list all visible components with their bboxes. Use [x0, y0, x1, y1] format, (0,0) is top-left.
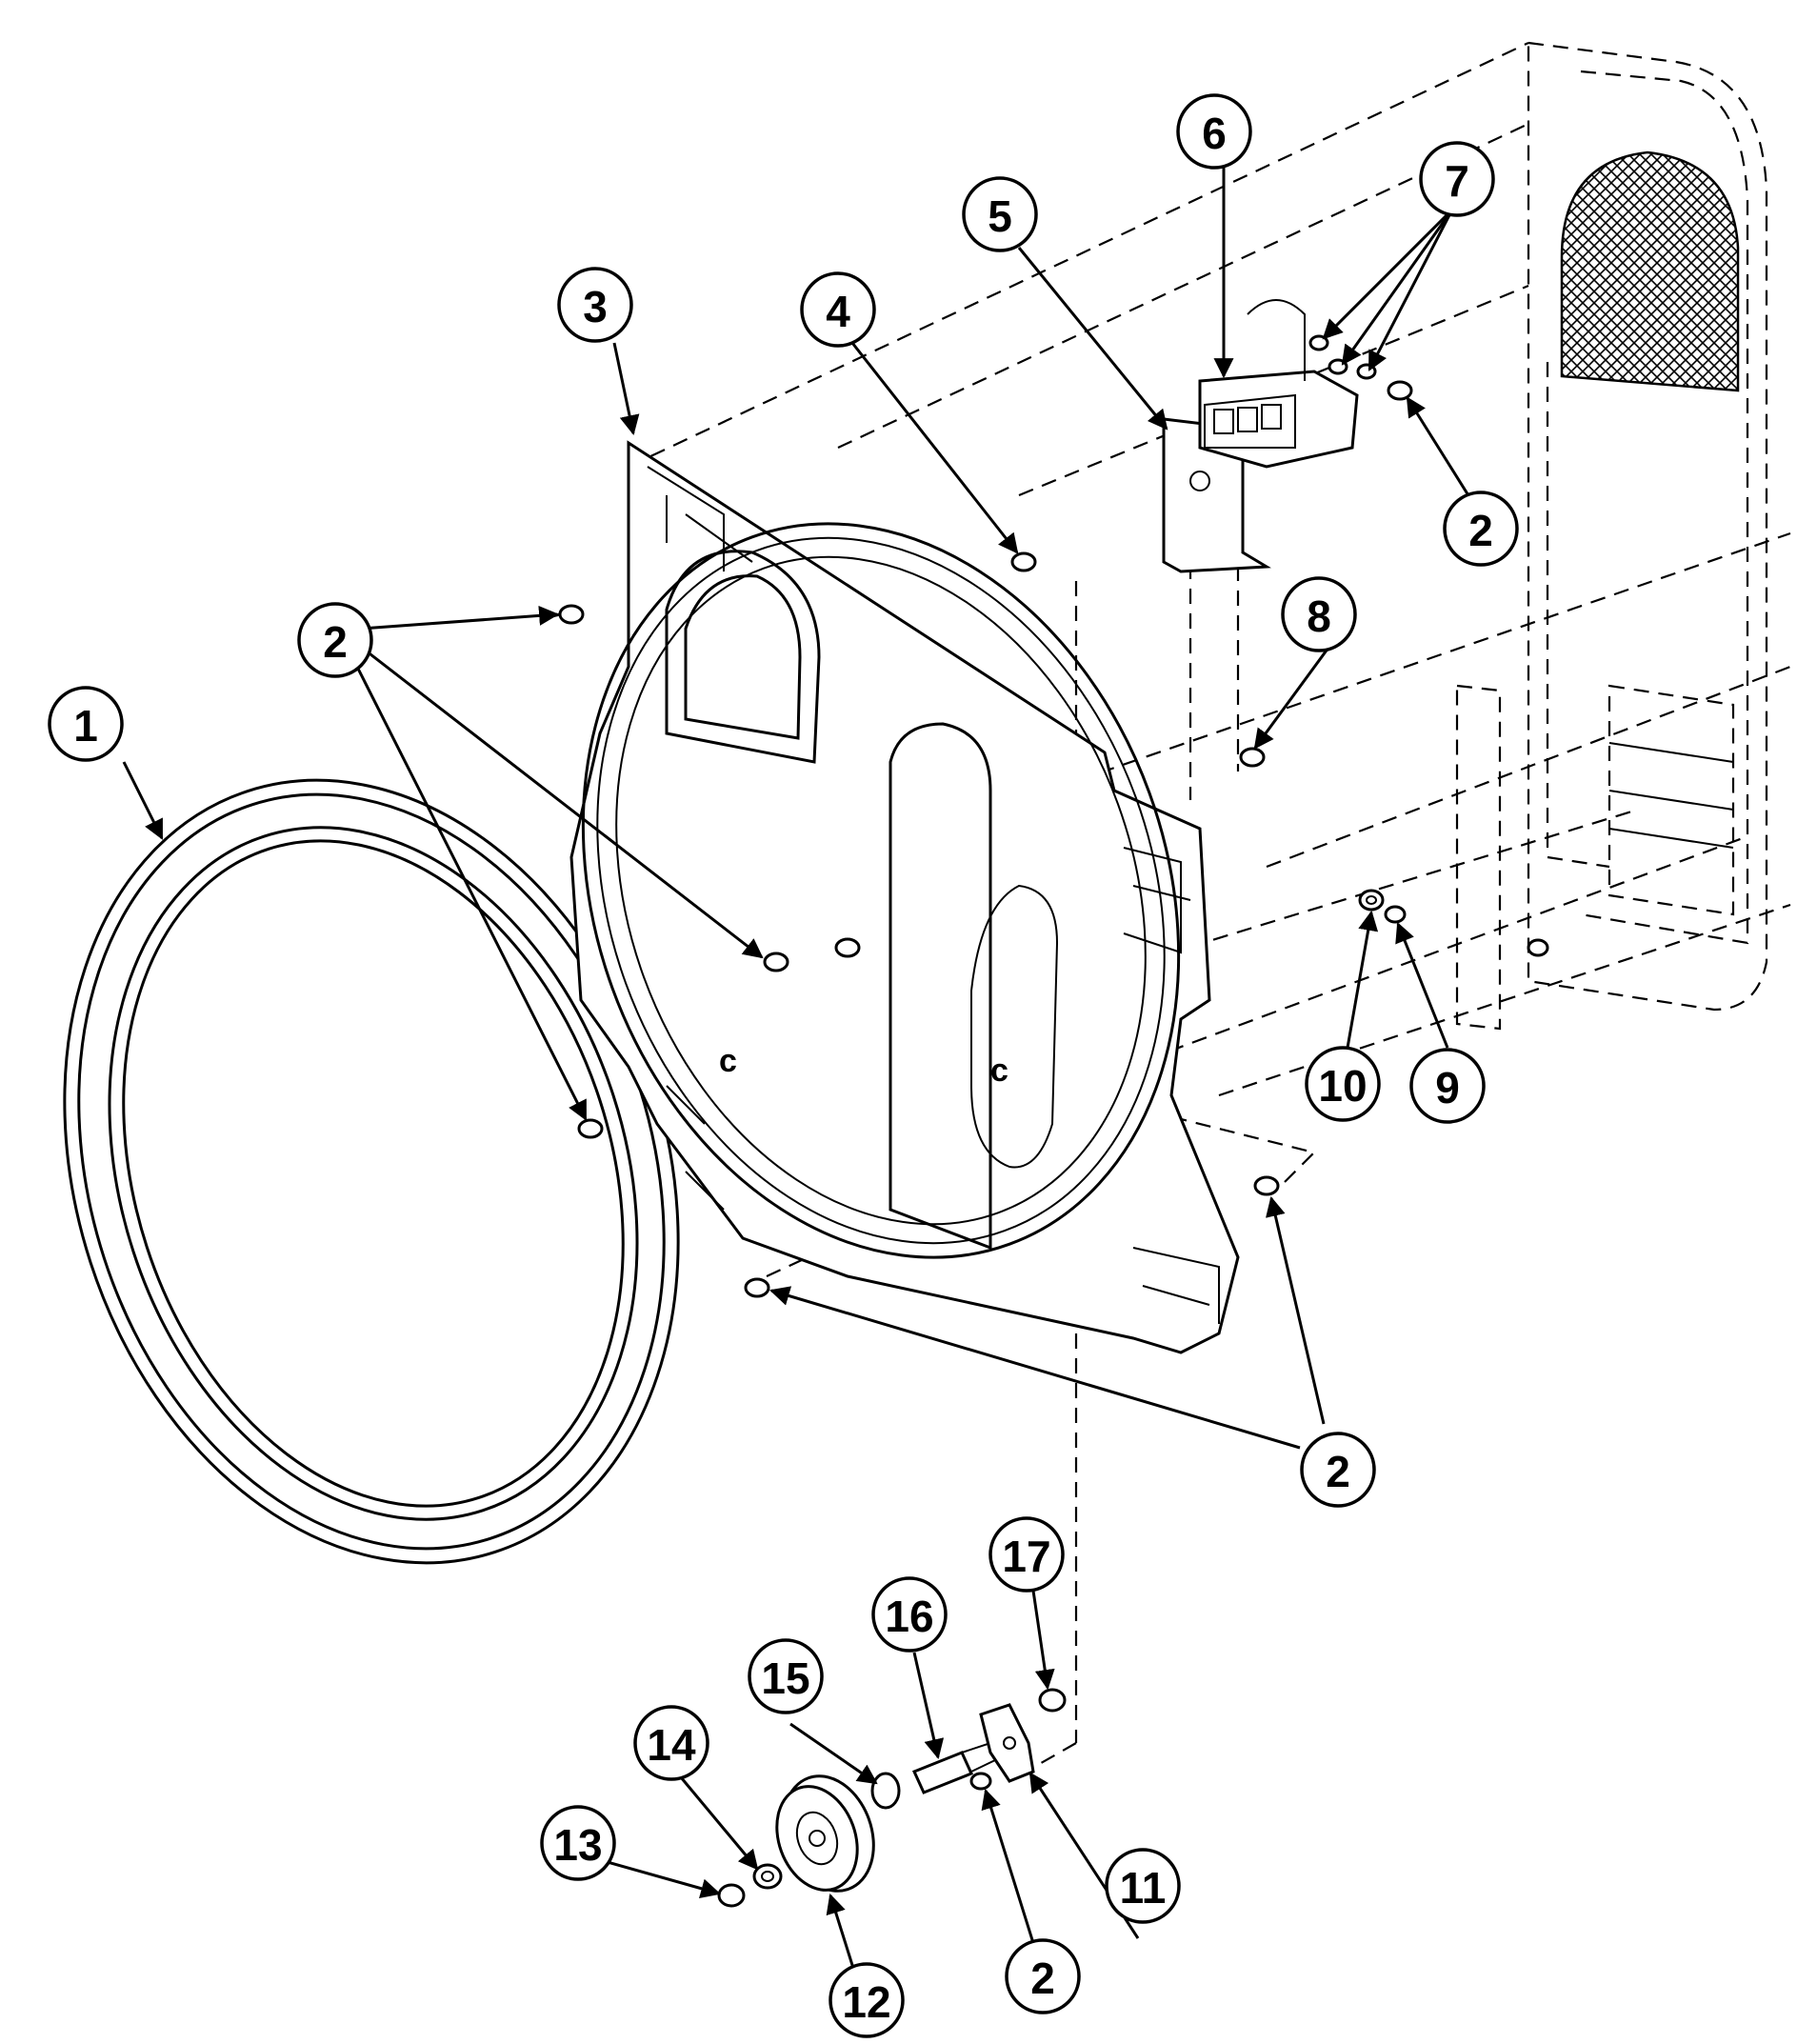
callouts: 1 2 2 2 2 2 3 4 5 6 7 8 9 10: [48, 93, 1519, 2014]
svg-text:6: 6: [1202, 109, 1227, 158]
svg-text:1: 1: [73, 701, 98, 751]
screw-icon: [1010, 551, 1037, 572]
screw-icon: [1239, 747, 1266, 768]
svg-text:7: 7: [1445, 156, 1469, 206]
callout-11-bubble: 11: [1105, 1848, 1181, 1924]
callout-12-bubble: 12: [829, 1962, 905, 2038]
terminal-block-assembly: [1162, 299, 1359, 573]
screw-icon: [1527, 938, 1549, 957]
cabinet-panel: [1455, 41, 1768, 1031]
callouts-lower: 11 12 13 14 15 16 17: [540, 1516, 1181, 2038]
screw-icon: [1356, 363, 1377, 380]
svg-text:10: 10: [1318, 1061, 1367, 1111]
front-bulkhead: c c: [569, 440, 1240, 1354]
callout-16-bubble: 16: [871, 1576, 948, 1653]
screw-icon: [1384, 905, 1407, 924]
svg-text:2: 2: [1326, 1447, 1350, 1496]
roller-wheel: [775, 1774, 875, 1893]
callout-2-left: 2: [297, 602, 373, 678]
svg-text:17: 17: [1002, 1532, 1050, 1581]
svg-text:14: 14: [647, 1720, 696, 1770]
washer-icon: [752, 1863, 783, 1890]
clip-icon: [717, 1883, 746, 1908]
nut-icon: [1038, 1688, 1067, 1713]
svg-text:16: 16: [885, 1592, 933, 1641]
callout-14-bubble: 14: [633, 1705, 709, 1781]
callout-7: 7: [1419, 141, 1495, 217]
svg-text:13: 13: [553, 1820, 602, 1870]
callout-9: 9: [1409, 1048, 1486, 1124]
vent-mesh: [1560, 150, 1740, 392]
screw-icon: [1387, 380, 1413, 401]
callout-13-bubble: 13: [540, 1805, 616, 1881]
callout-2-roller: 2: [1005, 1938, 1081, 2014]
screw-icon: [834, 937, 861, 958]
svg-text:c: c: [719, 1043, 737, 1079]
retaining-ring: [870, 1772, 901, 1810]
roller-assembly: [717, 1688, 1067, 1908]
svg-text:4: 4: [826, 287, 850, 336]
callout-15-bubble: 15: [748, 1638, 824, 1714]
svg-text:15: 15: [761, 1653, 809, 1703]
callout-5: 5: [962, 176, 1038, 252]
screw-icon: [763, 952, 789, 972]
screws: [547, 334, 1549, 1791]
callout-1: 1: [48, 686, 124, 762]
callout-8: 8: [1281, 576, 1357, 652]
svg-text:3: 3: [583, 282, 608, 331]
svg-text:5: 5: [988, 191, 1012, 241]
callout-4: 4: [800, 271, 876, 348]
svg-text:2: 2: [1030, 1954, 1055, 2003]
callout-2-right: 2: [1443, 491, 1519, 567]
screw-icon: [1253, 1175, 1280, 1196]
washer-icon: [1358, 889, 1385, 912]
svg-text:9: 9: [1435, 1063, 1460, 1112]
screw-icon: [577, 1118, 604, 1139]
svg-text:11: 11: [1120, 1863, 1167, 1913]
front-seal-ring: [63, 778, 680, 1565]
svg-text:2: 2: [323, 617, 348, 667]
screw-icon: [744, 1277, 770, 1298]
callout-3: 3: [557, 267, 633, 343]
svg-text:8: 8: [1307, 591, 1331, 641]
svg-text:2: 2: [1468, 506, 1493, 555]
callout-10: 10: [1305, 1046, 1381, 1122]
callout-6: 6: [1176, 93, 1252, 170]
callout-2-bottom: 2: [1300, 1432, 1376, 1508]
svg-text:c: c: [990, 1052, 1008, 1089]
screw-icon: [1308, 334, 1329, 351]
roller-bracket: [979, 1703, 1035, 1783]
svg-text:12: 12: [842, 1977, 890, 2027]
callout-17-bubble: 17: [988, 1516, 1065, 1593]
screw-icon: [969, 1772, 992, 1791]
